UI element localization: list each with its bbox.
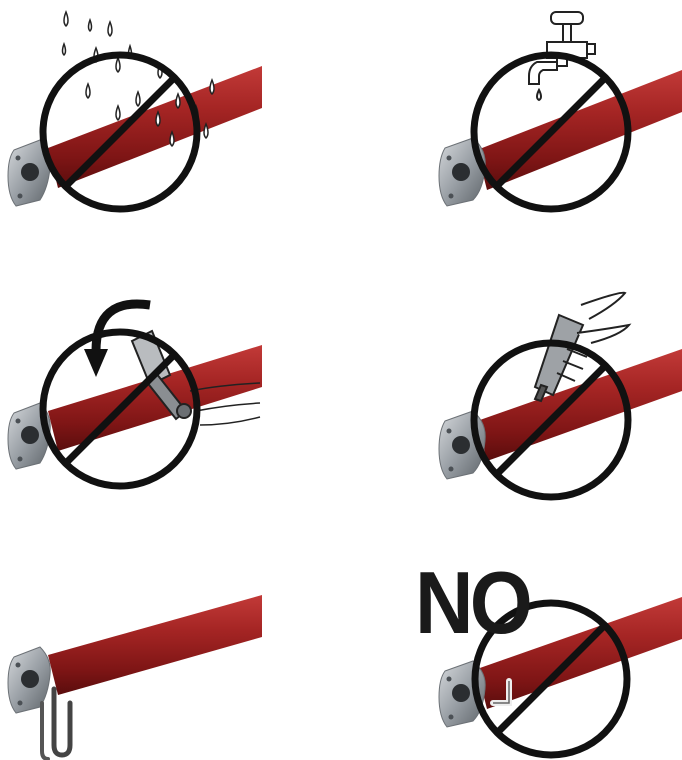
no-twisting-panel: [0, 253, 341, 506]
no-label: NO: [415, 559, 529, 647]
cable-loop-down-icon: [42, 689, 70, 759]
tubular-motor: [8, 595, 262, 713]
no-drilling-panel: [341, 253, 682, 506]
no-water-tap-panel: [341, 0, 682, 253]
cable-up-incorrect-panel: NO: [341, 507, 682, 760]
no-rain-panel: [0, 0, 341, 253]
cable-down-correct-panel: [0, 507, 341, 760]
